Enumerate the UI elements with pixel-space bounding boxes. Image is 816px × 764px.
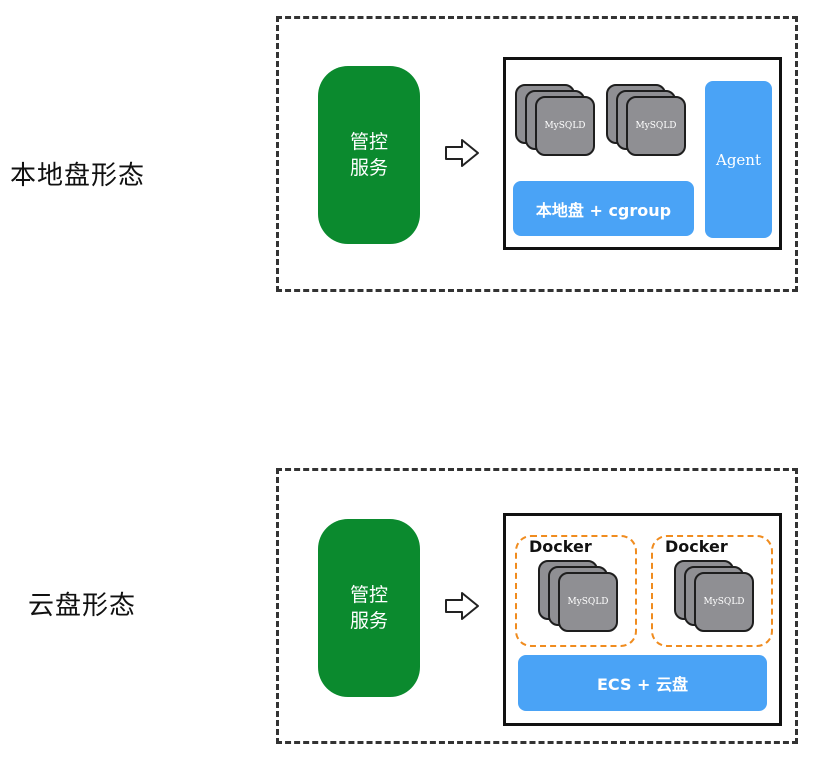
docker-label: Docker — [529, 537, 592, 556]
agent-box: Agent — [705, 81, 772, 238]
mysqld-instance-stack: MySQLD — [538, 560, 620, 642]
instance-card-front: MySQLD — [626, 96, 686, 156]
storage-bar-cloud-disk: ECS + 云盘 — [518, 655, 767, 711]
control-service-line-1: 管控 — [349, 131, 388, 153]
right-arrow-icon — [445, 592, 479, 620]
mysqld-instance-stack: MySQLD — [606, 84, 688, 166]
host-machine-box: Docker MySQLD Docker MySQLD ECS + 云盘 — [503, 513, 782, 726]
docker-container: Docker MySQLD — [515, 535, 637, 647]
control-service-line-2: 服务 — [349, 157, 388, 179]
mysqld-instance-stack: MySQLD — [674, 560, 756, 642]
control-service-box: 管控 服务 — [318, 519, 420, 697]
instance-card-front: MySQLD — [694, 572, 754, 632]
docker-label: Docker — [665, 537, 728, 556]
storage-bar-local-disk: 本地盘 + cgroup — [513, 181, 694, 236]
instance-card-front: MySQLD — [558, 572, 618, 632]
control-service-box: 管控 服务 — [318, 66, 420, 244]
docker-container: Docker MySQLD — [651, 535, 773, 647]
right-arrow-icon — [445, 139, 479, 167]
mysqld-instance-stack: MySQLD — [515, 84, 597, 166]
section-label-cloud-disk: 云盘形态 — [28, 591, 137, 621]
control-service-line-1: 管控 — [349, 584, 388, 606]
host-machine-box: MySQLD MySQLD 本地盘 + cgroup Agent — [503, 57, 782, 250]
section-label-local-disk: 本地盘形态 — [10, 161, 146, 191]
control-service-line-2: 服务 — [349, 610, 388, 632]
instance-card-front: MySQLD — [535, 96, 595, 156]
